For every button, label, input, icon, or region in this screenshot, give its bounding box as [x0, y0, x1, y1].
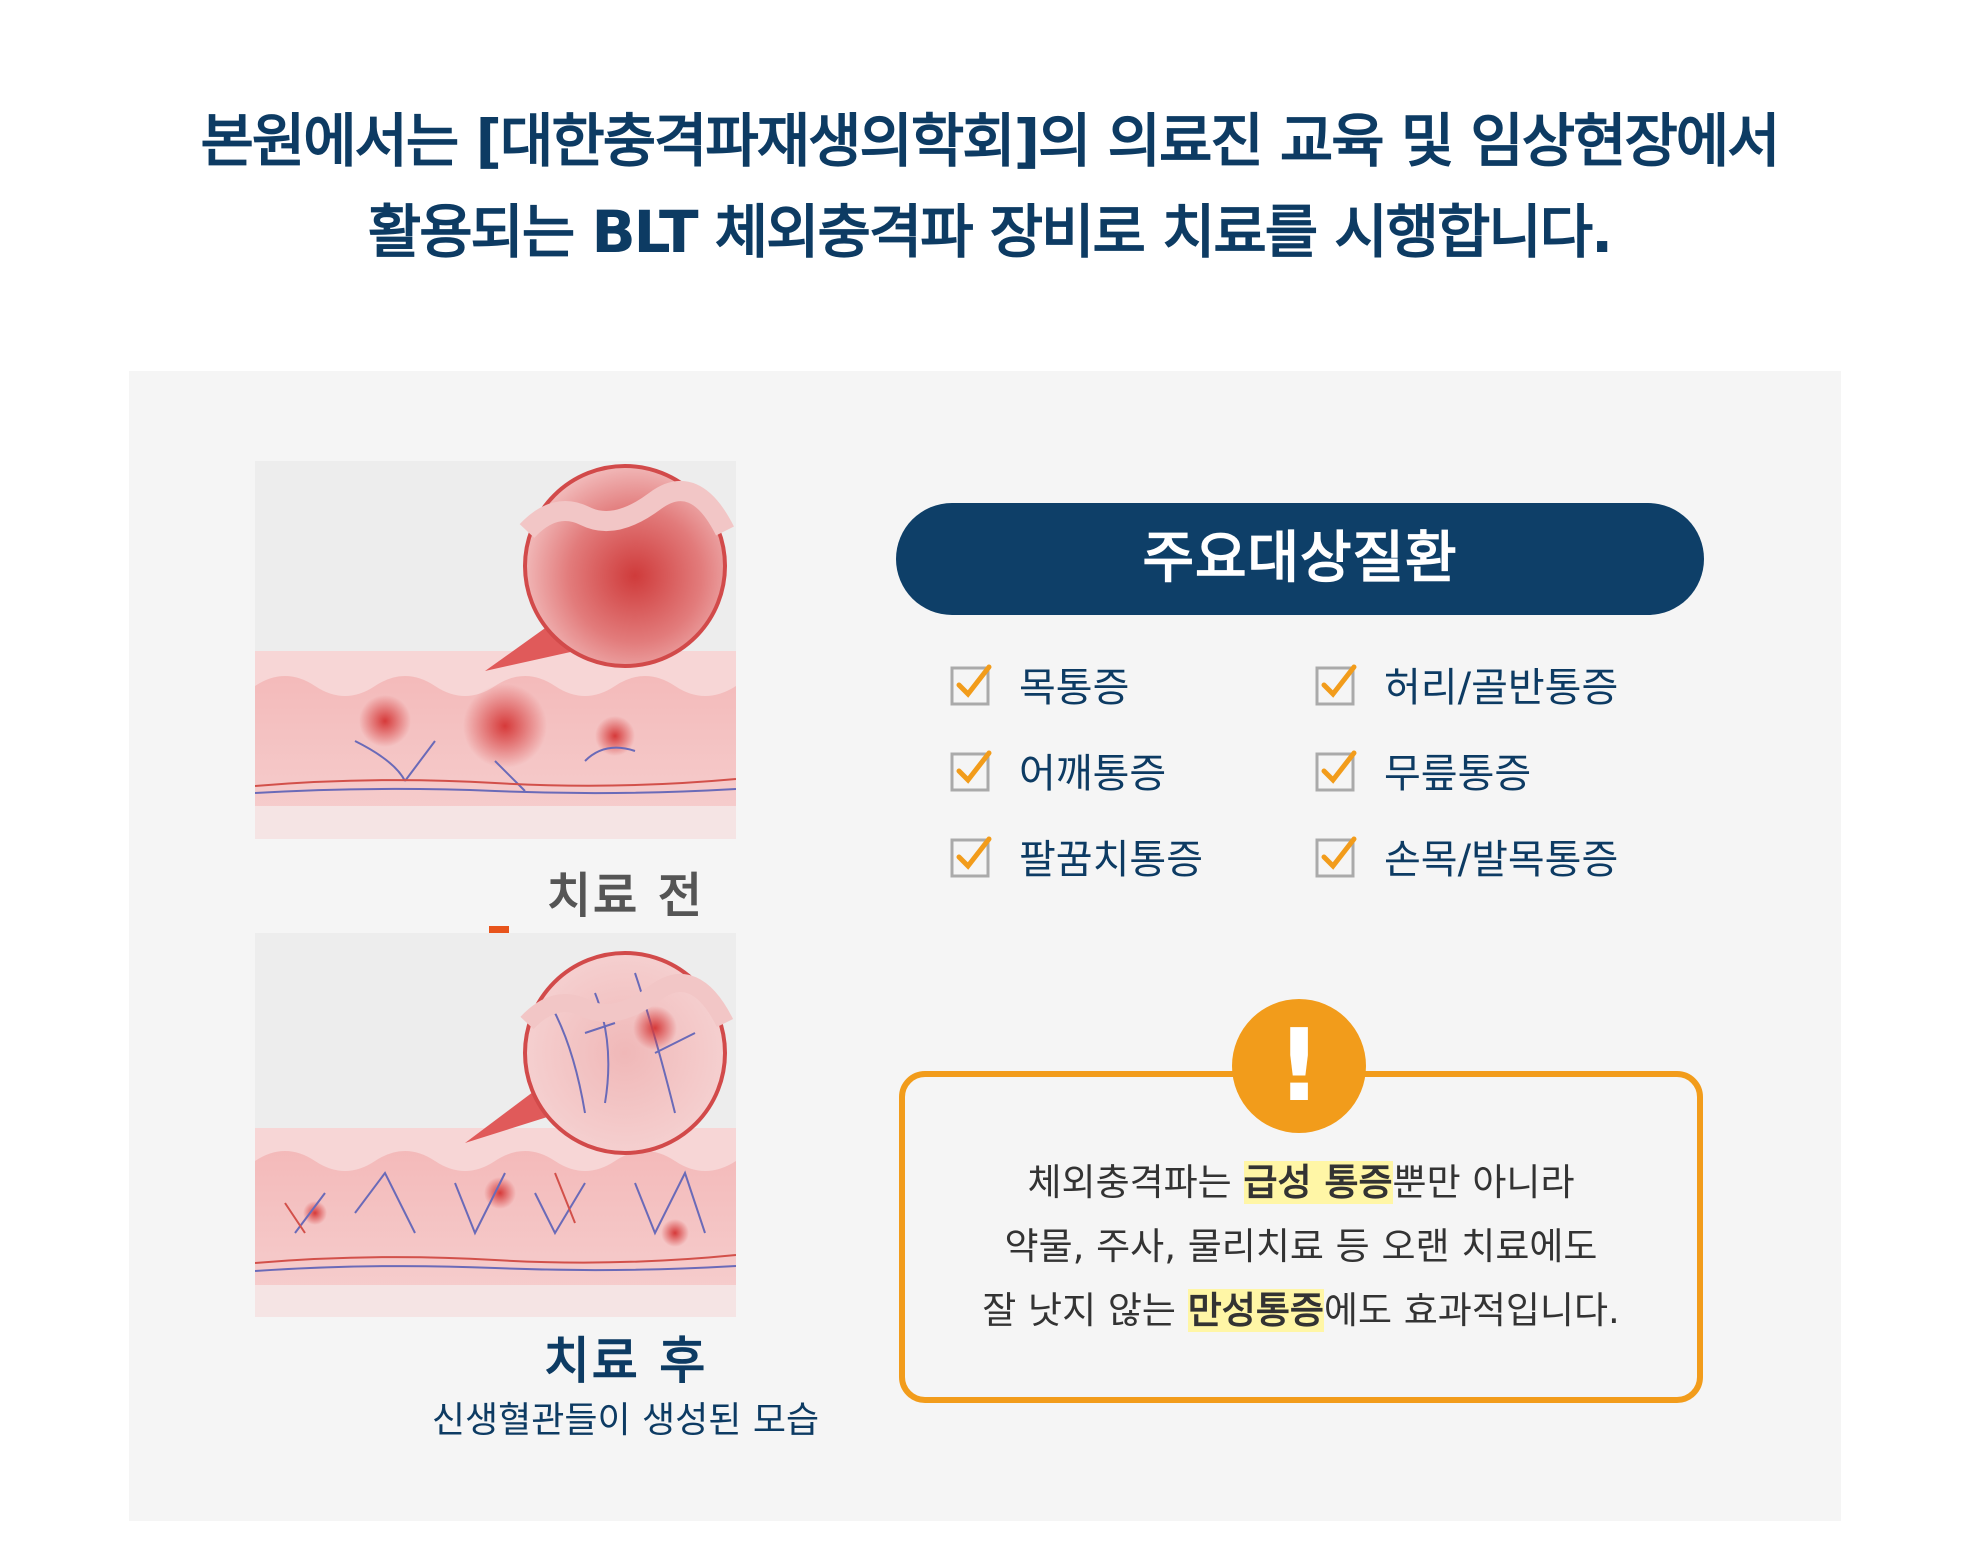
headline-line-1: 본원에서는 [대한충격파재생의학회]의 의료진 교육 및 임상현장에서 [200, 107, 1780, 175]
exclamation-icon: ! [1232, 999, 1366, 1133]
after-label: 치료 후 [543, 1332, 708, 1390]
list-item: 목통증 [949, 654, 1129, 714]
note-line-2: 약물, 주사, 물리치료 등 오랜 치료에도 [1004, 1225, 1598, 1268]
note-line-1: 체외충격파는 급성 통증뿐만 아니라 [905, 1151, 1697, 1215]
list-item: 팔꿈치통증 [949, 826, 1203, 886]
info-panel: 치료 전 [129, 371, 1841, 1521]
disease-label: 목통증 [1019, 665, 1130, 711]
note-text: 체외충격파는 급성 통증뿐만 아니라 약물, 주사, 물리치료 등 오랜 치료에… [905, 1151, 1697, 1343]
note-text-segment: 에도 효과적입니다. [1323, 1289, 1620, 1332]
disease-label: 어깨통증 [1019, 751, 1167, 797]
disease-label: 팔꿈치통증 [1019, 837, 1203, 883]
list-item: 손목/발목통증 [1314, 826, 1618, 886]
after-caption: 신생혈관들이 생성된 모습 [431, 1400, 820, 1441]
after-treatment-illustration [255, 933, 736, 1317]
checkbox-icon [1315, 664, 1357, 706]
disease-label: 손목/발목통증 [1384, 837, 1619, 883]
highlight-chronic-pain: 만성통증 [1187, 1289, 1324, 1332]
disease-label: 무릎통증 [1384, 751, 1532, 797]
checkbox-icon [1315, 750, 1357, 792]
headline-line-2: 활용되는 BLT 체외충격파 장비로 치료를 시행합니다. [367, 198, 1613, 266]
disease-title: 주요대상질환 [896, 503, 1704, 615]
disease-label: 허리/골반통증 [1384, 665, 1619, 711]
note-text-segment: 체외충격파는 [1027, 1161, 1244, 1204]
list-item: 어깨통증 [949, 740, 1166, 800]
note-line-3: 잘 낫지 않는 만성통증에도 효과적입니다. [905, 1279, 1697, 1343]
headline: 본원에서는 [대한충격파재생의학회]의 의료진 교육 및 임상현장에서 활용되는… [0, 96, 1979, 278]
checkbox-icon [950, 664, 992, 706]
checkbox-icon [950, 750, 992, 792]
before-label: 치료 전 [546, 868, 705, 924]
list-item: 무릎통증 [1314, 740, 1531, 800]
checkbox-icon [950, 836, 992, 878]
checkbox-icon [1315, 836, 1357, 878]
before-treatment-illustration [255, 461, 736, 839]
highlight-acute-pain: 급성 통증 [1243, 1161, 1393, 1204]
note-text-segment: 뿐만 아니라 [1392, 1161, 1575, 1204]
list-item: 허리/골반통증 [1314, 654, 1618, 714]
note-text-segment: 잘 낫지 않는 [982, 1289, 1188, 1332]
